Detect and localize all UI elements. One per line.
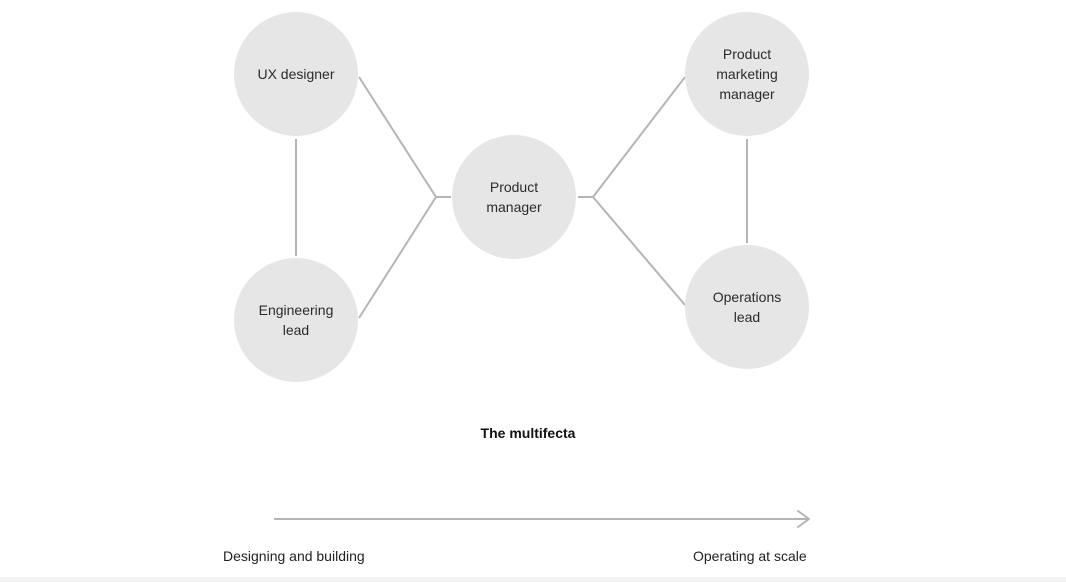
progression-arrowhead [797,510,810,528]
node-operations-lead: Operations lead [685,245,809,369]
axis-start-label: Designing and building [223,548,365,564]
connector-junction-to-pmm [592,76,686,198]
node-engineering-lead: Engineering lead [234,258,358,382]
axis-end-label: Operating at scale [693,548,807,564]
node-product-manager: Product manager [452,135,576,259]
diagram-caption: The multifecta [480,425,576,441]
footer-strip [0,577,1066,582]
connector-junction-to-ops [592,196,686,306]
node-product-marketing-manager: Product marketing manager [685,12,809,136]
connector-ux-to-junction [358,76,437,198]
node-ux-designer: UX designer [234,12,358,136]
node-ux-designer-label: UX designer [257,66,335,82]
connector-eng-to-junction [358,196,437,319]
node-operations-lead-label: Operations lead [712,289,782,325]
node-product-manager-label: Product manager [486,179,542,215]
node-engineering-lead-label: Engineering lead [258,302,334,338]
node-product-marketing-manager-label: Product marketing manager [716,46,778,102]
